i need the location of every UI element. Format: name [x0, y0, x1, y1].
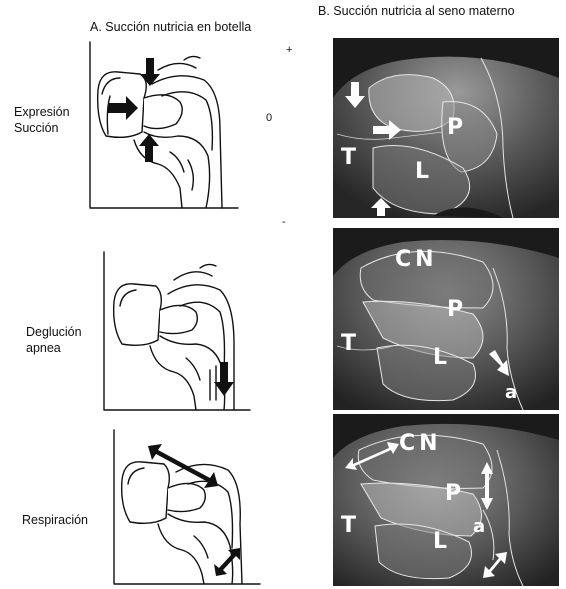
ultrasound-image-2: CN P T L a	[333, 228, 559, 410]
row-label-line: Deglución	[26, 324, 82, 340]
us-label-t: T	[341, 513, 356, 538]
heading-breast-feeding: B. Succión nutricia al seno materno	[318, 4, 515, 18]
us-label-cn: CN	[395, 247, 438, 272]
us-label-l: L	[433, 529, 447, 554]
row-label-line: apnea	[26, 340, 82, 356]
us-label-a: a	[505, 382, 517, 403]
us-label-p: P	[447, 297, 463, 322]
heading-bottle-feeding: A. Succión nutricia en botella	[90, 20, 251, 34]
us-label-t: T	[341, 331, 356, 356]
us-label-l: L	[433, 345, 447, 370]
bottle-suction-drawing-3	[110, 428, 282, 588]
us-label-l: L	[415, 159, 429, 184]
ultrasound-image-1: T P L	[333, 38, 559, 218]
row-label-expression-suction: Expresión Succión	[14, 104, 70, 136]
ultrasound-image-3: CN P T a L	[333, 414, 559, 586]
bottle-suction-drawing-1	[88, 40, 288, 212]
pressure-scale-minus: -	[282, 216, 286, 228]
us-label-a: a	[473, 516, 485, 537]
row-label-swallow-apnea: Deglución apnea	[26, 324, 82, 356]
row-label-line: Expresión	[14, 104, 70, 120]
us-label-cn: CN	[399, 431, 442, 456]
bottle-suction-drawing-2	[100, 250, 280, 414]
row-label-respiration: Respiración	[22, 512, 88, 528]
row-label-line: Respiración	[22, 512, 88, 528]
row-label-line: Succión	[14, 120, 70, 136]
us-label-t: T	[341, 145, 356, 170]
us-label-p: P	[445, 481, 461, 506]
us-label-p: P	[447, 115, 463, 140]
